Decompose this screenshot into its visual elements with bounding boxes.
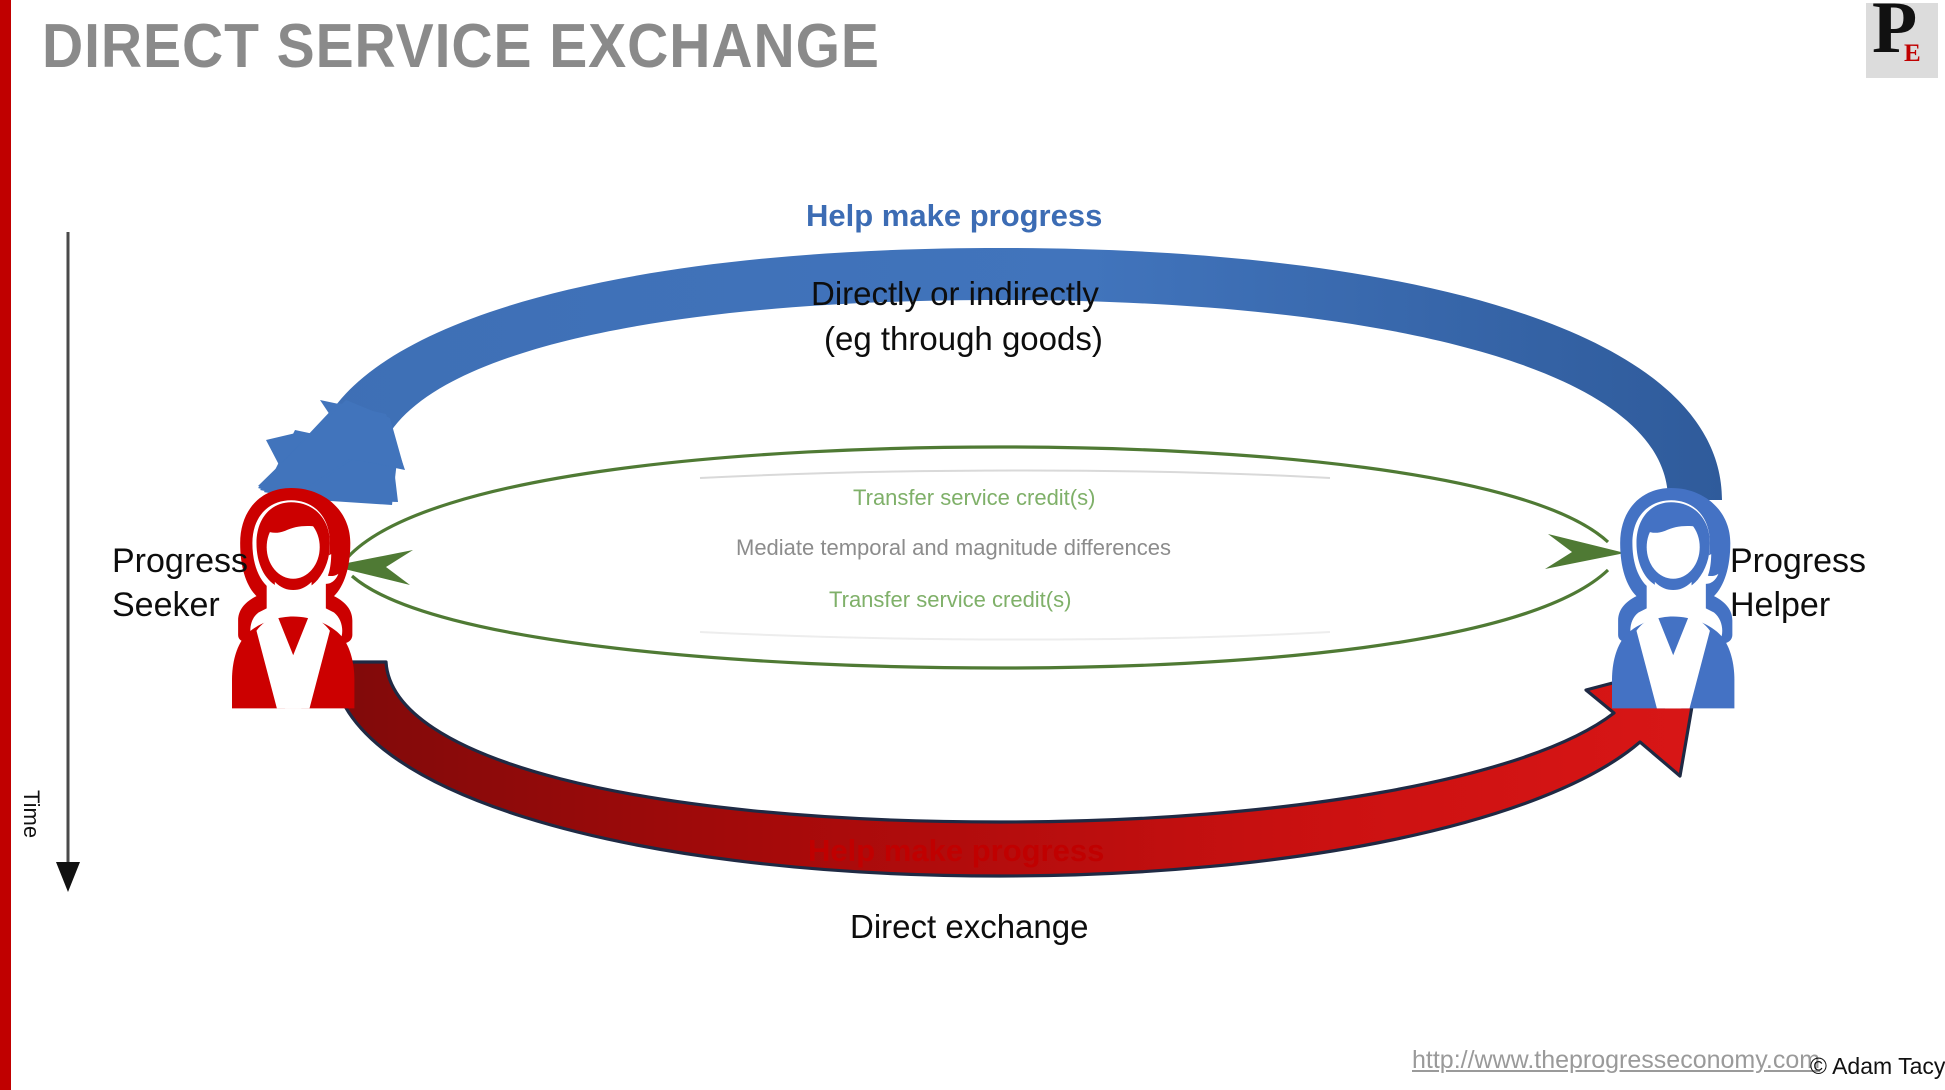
time-axis-arrow bbox=[56, 232, 80, 892]
actor-seeker-line2: Seeker bbox=[112, 586, 220, 624]
actor-seeker-line1: Progress bbox=[112, 542, 249, 580]
footer-copyright: © Adam Tacy bbox=[1810, 1053, 1945, 1079]
actor-label-seeker: Progress Seeker bbox=[112, 539, 248, 627]
bottom-flow-subtitle: Direct exchange bbox=[850, 908, 1089, 945]
logo-letter-e: E bbox=[1904, 40, 1921, 67]
page-title: DIRECT SERVICE EXCHANGE bbox=[42, 12, 880, 81]
top-flow-title: Help make progress bbox=[806, 198, 1103, 233]
middle-center-label: Mediate temporal and magnitude differenc… bbox=[736, 535, 1171, 560]
time-axis-label: Time bbox=[19, 790, 44, 839]
logo-letter-p: P bbox=[1872, 0, 1918, 69]
middle-upper-label: Transfer service credit(s) bbox=[853, 485, 1096, 510]
actor-label-helper: Progress Helper bbox=[1730, 539, 1866, 627]
avatar-progress-helper bbox=[1612, 488, 1735, 709]
top-flow-subtitle-1: Directly or indirectly bbox=[811, 275, 1099, 312]
actor-helper-line2: Helper bbox=[1730, 586, 1831, 624]
bottom-red-flow-arrow bbox=[262, 658, 1702, 878]
middle-lower-label: Transfer service credit(s) bbox=[829, 587, 1072, 612]
bottom-flow-title: Help make progress bbox=[808, 833, 1105, 868]
brand-logo: P E bbox=[1866, 0, 1938, 78]
avatar-progress-seeker bbox=[232, 488, 355, 709]
left-accent-stripe bbox=[0, 0, 11, 1090]
top-flow-subtitle-2: (eg through goods) bbox=[824, 320, 1103, 357]
top-blue-flow-arrow bbox=[258, 248, 1722, 505]
actor-helper-line1: Progress bbox=[1730, 542, 1867, 580]
middle-green-flows bbox=[332, 445, 1625, 670]
footer-url[interactable]: http://www.theprogresseconomy.com bbox=[1412, 1046, 1821, 1074]
